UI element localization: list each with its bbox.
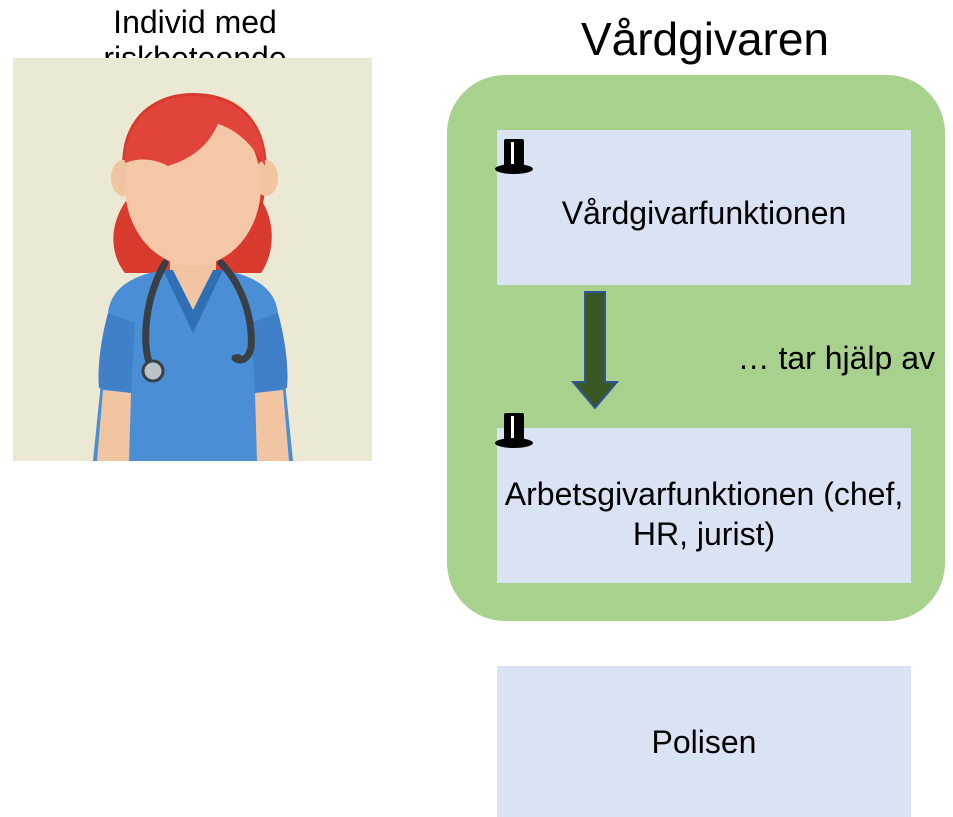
care-provider-title: Vårdgivaren: [580, 13, 830, 65]
care-provider-function-label: Vårdgivarfunktionen: [561, 194, 847, 231]
relation-label: … tar hjälp av: [737, 340, 935, 376]
police-box: Polisen: [497, 666, 911, 817]
police-label: Polisen: [651, 723, 757, 760]
nurse-illustration-icon: [13, 58, 372, 461]
top-hat-icon: [494, 410, 534, 450]
top-hat-icon: [494, 136, 534, 176]
down-arrow-icon: [570, 291, 620, 410]
employer-function-label: Arbetsgivarfunktionen (chef, HR, jurist): [504, 475, 904, 552]
employer-function-box: Arbetsgivarfunktionen (chef, HR, jurist): [497, 428, 911, 583]
care-provider-function-box: Vårdgivarfunktionen: [497, 130, 911, 285]
